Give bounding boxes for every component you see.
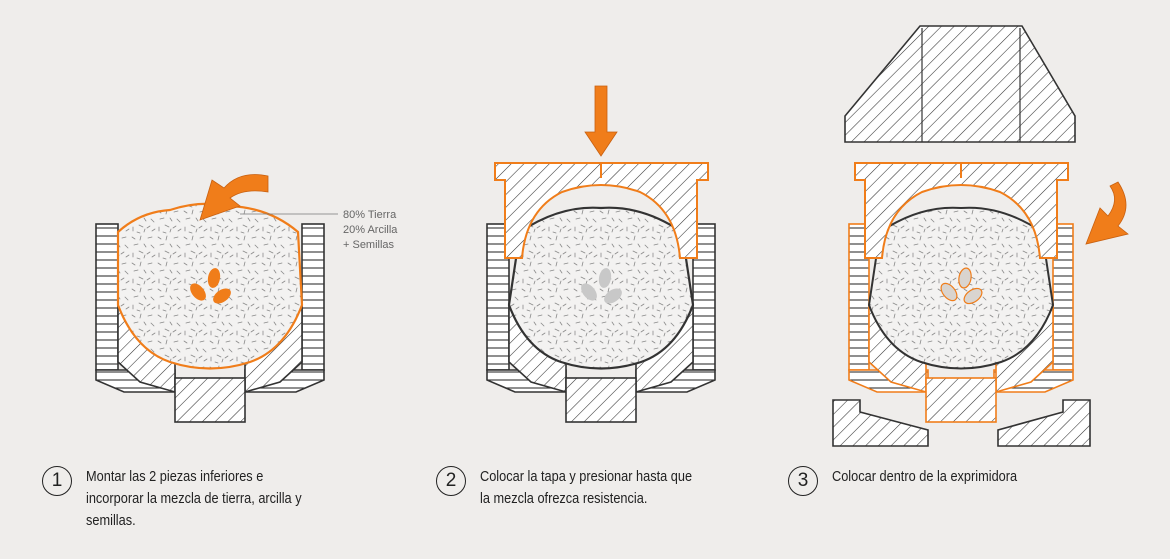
step-number-badge: 3 <box>788 466 818 496</box>
seeds-orange <box>190 268 231 304</box>
step-number-badge: 1 <box>42 466 72 496</box>
down-arrow-icon <box>584 85 618 157</box>
step-3: 3 Colocar dentro de la exprimidora <box>788 466 1042 496</box>
step-1-illustration <box>95 174 338 423</box>
lid-piece <box>854 162 1069 259</box>
seeds-gray <box>581 268 622 304</box>
bottom-block <box>174 377 246 423</box>
step-2-illustration <box>486 85 716 423</box>
right-outer-wall <box>301 223 325 371</box>
soil-mixture <box>507 206 695 370</box>
seeds-outlined <box>940 267 983 305</box>
step-description: Colocar la tapa y presionar hasta que la… <box>480 469 693 507</box>
lid-piece <box>494 162 709 259</box>
curved-arrow-right-icon <box>1085 181 1129 245</box>
mixture-label-line1: 80% Tierra <box>343 209 397 221</box>
mixture-label-line3: + Semillas <box>343 239 395 251</box>
bottom-block <box>925 377 997 423</box>
step-2: 2 Colocar la tapa y presionar hasta que … <box>436 466 721 510</box>
step-1: 1 Montar las 2 piezas inferiores e incor… <box>42 466 331 532</box>
step-description: Colocar dentro de la exprimidora <box>832 469 1018 485</box>
curved-arrow-icon <box>199 174 269 221</box>
mixture-label: 80% Tierra 20% Arcilla + Semillas <box>343 209 398 251</box>
bottom-block <box>565 377 637 423</box>
step-description: Montar las 2 piezas inferiores e incorpo… <box>86 469 302 529</box>
step-3-illustration <box>832 25 1129 447</box>
step-number-badge: 2 <box>436 466 466 496</box>
mixture-label-line2: 20% Arcilla <box>343 224 398 236</box>
press-bottom-right <box>997 399 1091 447</box>
left-outer-wall <box>95 223 119 371</box>
press-top <box>844 25 1076 143</box>
soil-mixture <box>867 206 1055 370</box>
press-bottom-left <box>832 399 929 447</box>
